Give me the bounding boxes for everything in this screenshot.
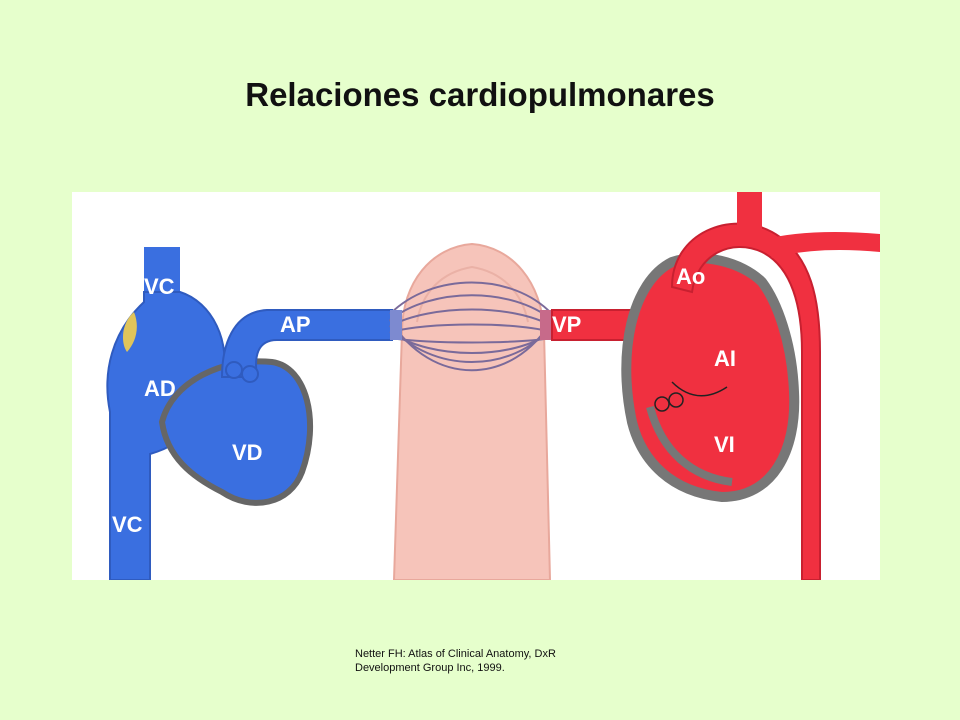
pulmonary-artery [220, 309, 393, 378]
capillary-bundle [389, 281, 553, 372]
left-heart-shape [621, 253, 800, 503]
label-right-atrium: AD [144, 376, 176, 401]
diagram-illustration [106, 192, 880, 580]
vena-cava-superior [144, 247, 180, 302]
source-credit: Netter FH: Atlas of Clinical Anatomy, Dx… [355, 648, 556, 674]
label-aorta: Ao [676, 264, 706, 289]
label-vena-cava-superior: VC [144, 274, 175, 299]
label-pulmonary-vein: VP [552, 312, 582, 337]
aorta [670, 222, 821, 580]
label-left-ventricle: VI [714, 432, 735, 457]
label-left-atrium: AI [714, 346, 736, 371]
page-title: Relaciones cardiopulmonares [245, 76, 715, 113]
label-right-ventricle: VD [232, 440, 263, 465]
label-vena-cava-inferior: VC [112, 512, 143, 537]
right-ventricle-shape [158, 358, 314, 506]
circulation-diagram: VC AD VD VC AP VP Ao AI VI [72, 192, 880, 580]
label-pulmonary-artery: AP [280, 312, 311, 337]
